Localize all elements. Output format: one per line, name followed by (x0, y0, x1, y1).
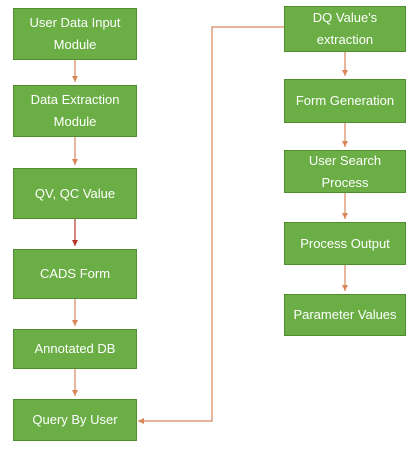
box-user-data-input-module: User Data Input Module (13, 8, 137, 60)
box-query-by-user: Query By User (13, 399, 137, 441)
arrow-dq-to-query (138, 26, 284, 424)
box-user-search-process: User Search Process (284, 150, 406, 193)
box-qv-qc-value: QV, QC Value (13, 168, 137, 219)
box-annotated-db: Annotated DB (13, 329, 137, 369)
box-process-output: Process Output (284, 222, 406, 265)
box-parameter-values: Parameter Values (284, 294, 406, 336)
box-data-extraction-module: Data Extraction Module (13, 85, 137, 137)
box-form-generation: Form Generation (284, 79, 406, 123)
box-dq-value-extraction: DQ Value's extraction (284, 6, 406, 52)
box-cads-form: CADS Form (13, 249, 137, 299)
